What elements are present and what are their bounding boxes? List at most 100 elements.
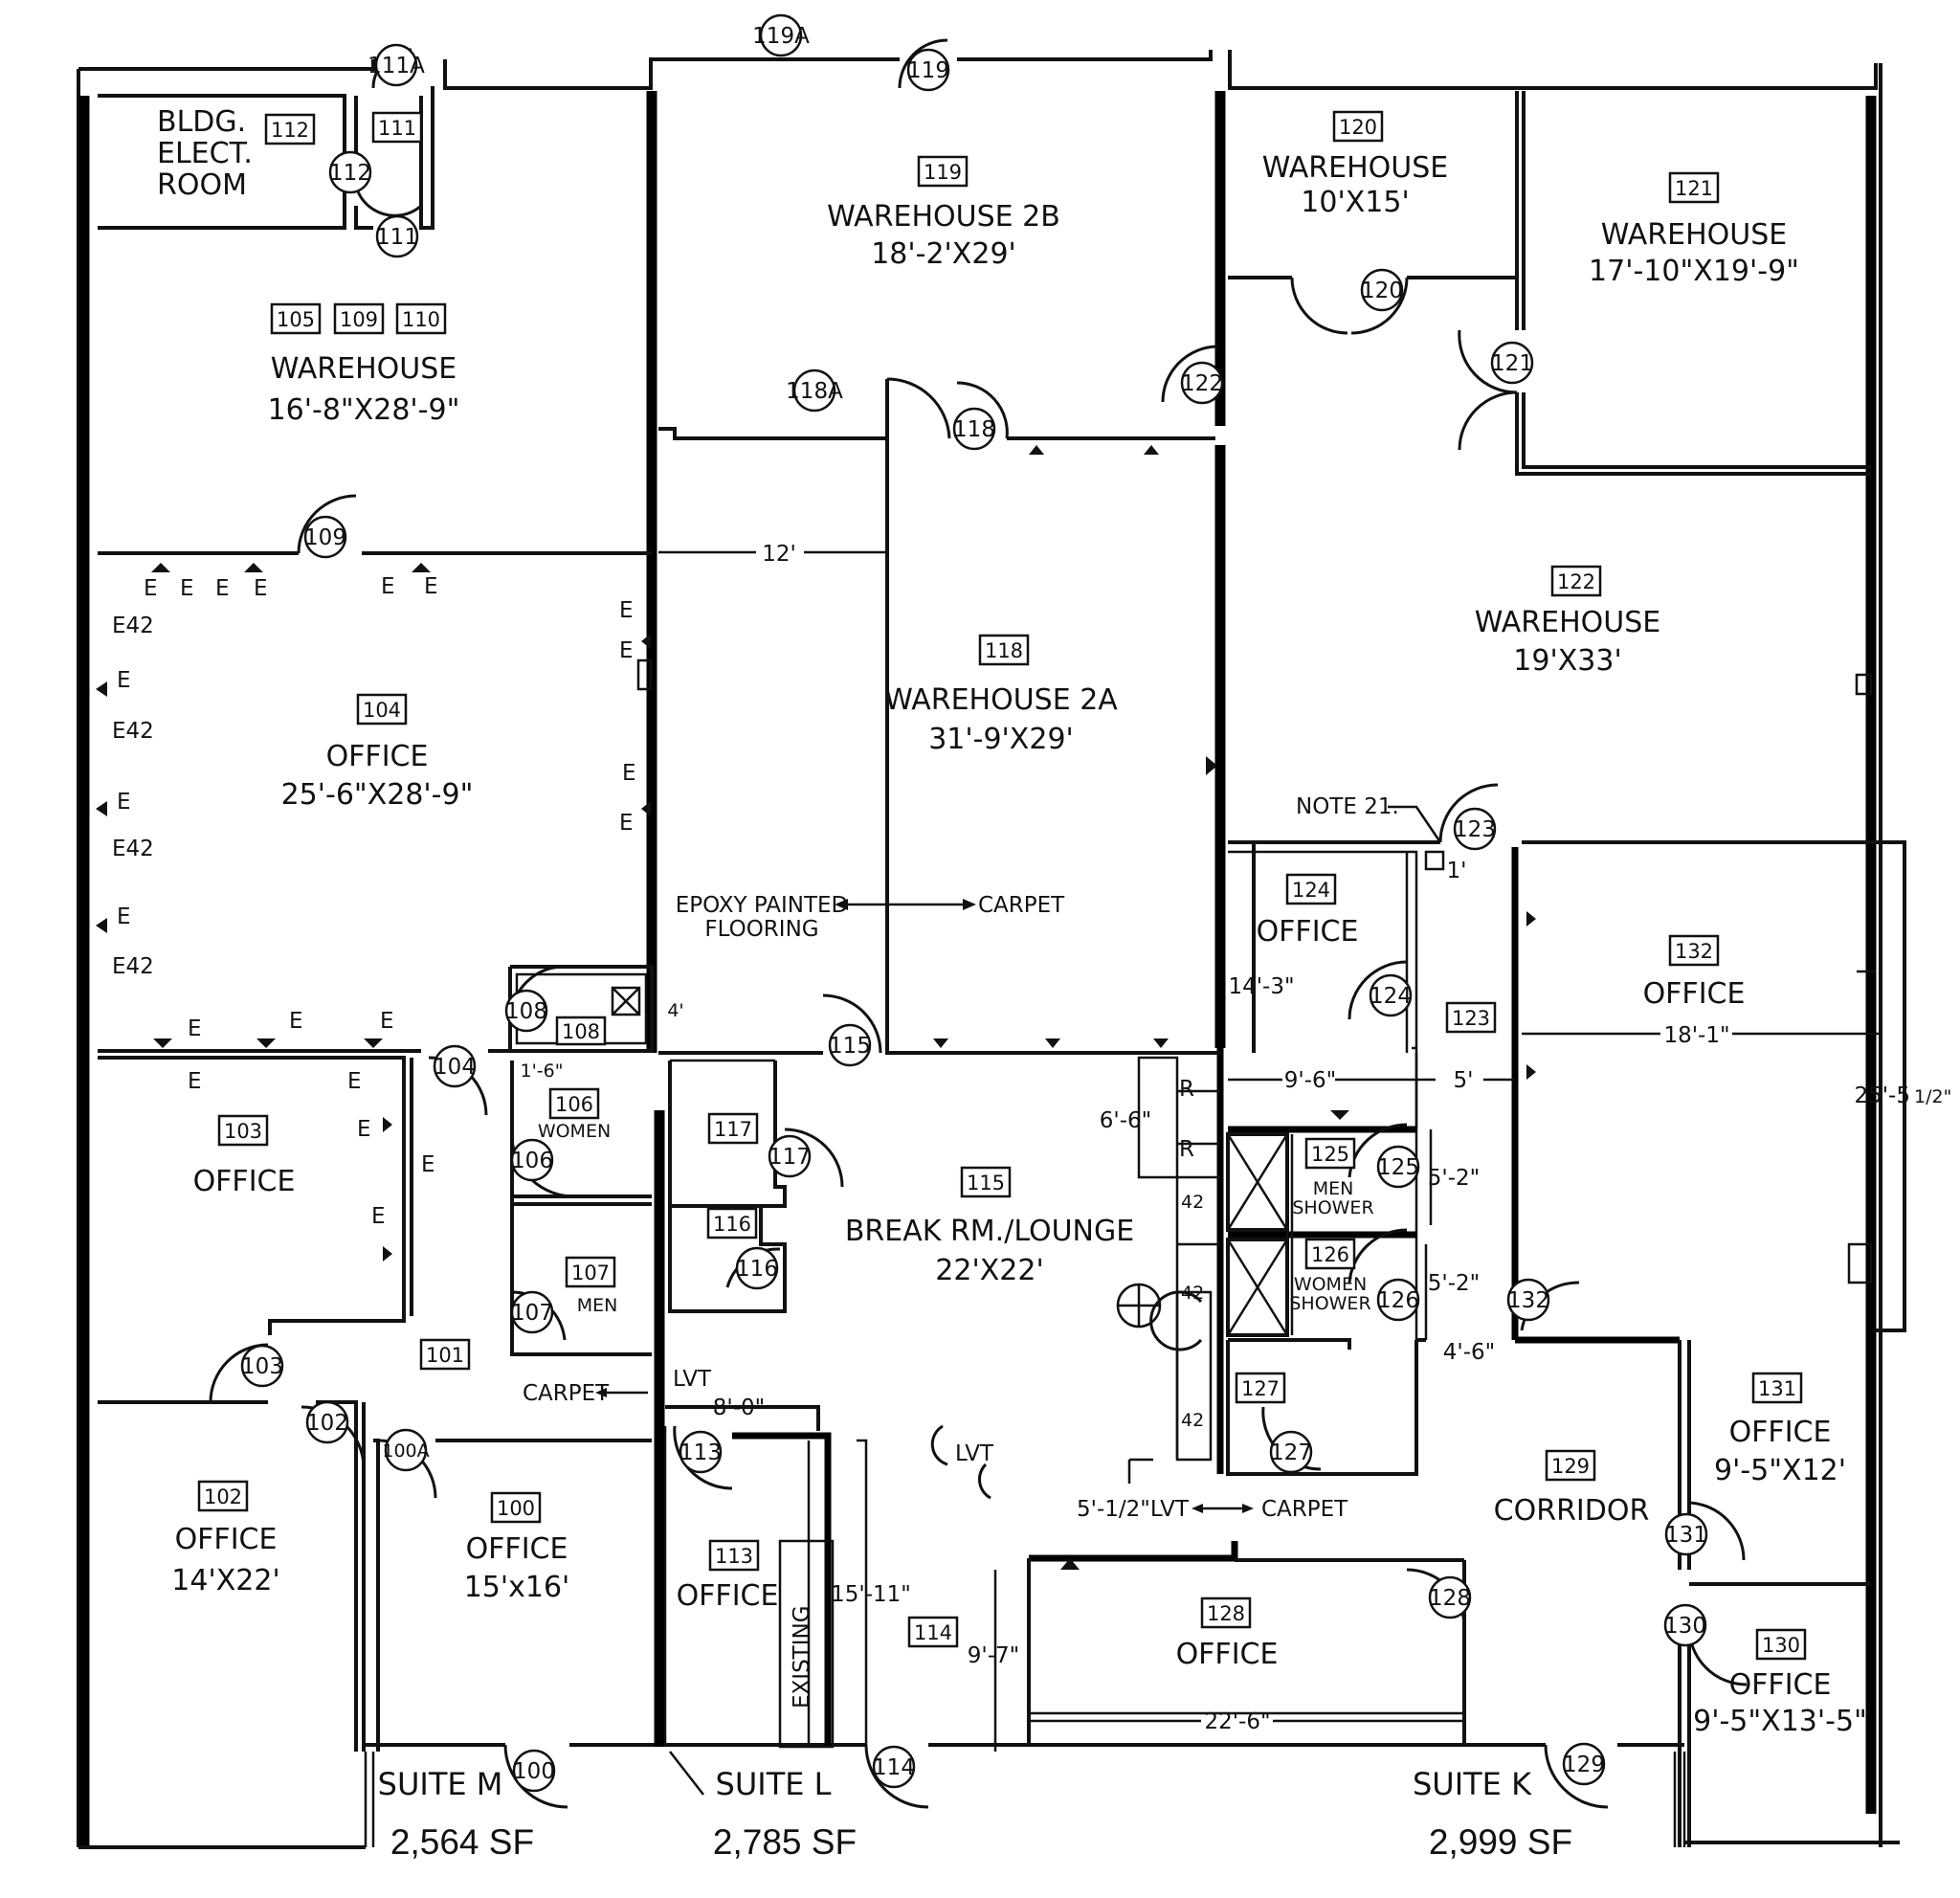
- door-118a-tag: 118A: [786, 368, 843, 413]
- room-122-tag: 122: [1550, 565, 1602, 597]
- room-102-tag: 102: [197, 1480, 249, 1512]
- room-130-name: OFFICE: [1729, 1668, 1832, 1702]
- svg-text:115: 115: [829, 1034, 871, 1059]
- svg-text:129: 129: [1563, 1753, 1605, 1777]
- room-127-tag: 127: [1235, 1372, 1286, 1404]
- svg-text:118A: 118A: [786, 379, 843, 404]
- e-mark: E: [371, 1204, 386, 1229]
- svg-text:109: 109: [340, 308, 378, 331]
- e42-mark: E42: [112, 954, 154, 979]
- n42-mark: 42: [1181, 1283, 1204, 1304]
- room-121-name: WAREHOUSE: [1601, 218, 1787, 252]
- room-107-name: MEN: [577, 1295, 618, 1316]
- e-mark: E: [117, 668, 131, 693]
- svg-text:110: 110: [402, 308, 440, 331]
- e-mark: E: [622, 761, 636, 786]
- svg-text:120: 120: [1339, 116, 1377, 139]
- note-carpet-left: CARPET: [523, 1381, 610, 1406]
- note-lvt-top: LVT: [673, 1367, 712, 1392]
- door-111-tag: 111: [375, 214, 419, 258]
- svg-text:100A: 100A: [382, 1440, 429, 1462]
- svg-text:125: 125: [1311, 1143, 1349, 1166]
- room-100-tag: 100: [490, 1491, 542, 1524]
- e-mark: E: [619, 811, 634, 836]
- room-106-name: WOMEN: [538, 1121, 611, 1142]
- e-mark: E: [424, 574, 438, 599]
- door-126-tag: 126: [1376, 1278, 1420, 1322]
- svg-text:111: 111: [376, 225, 418, 250]
- room-119-dim: 18'-2'X29': [871, 237, 1016, 271]
- room-115-tag: 115: [960, 1166, 1012, 1198]
- suite-k-area: 2,999 SF: [1429, 1822, 1572, 1862]
- svg-text:121: 121: [1675, 177, 1713, 200]
- e-mark: E: [188, 1016, 202, 1041]
- svg-text:112: 112: [271, 119, 309, 142]
- e-mark: E: [188, 1069, 202, 1094]
- dim-15-11: 15'-11": [831, 1582, 911, 1607]
- door-106-tag: 106: [510, 1138, 554, 1182]
- door-123-tag: 123: [1453, 807, 1497, 851]
- door-131-tag: 131: [1664, 1512, 1708, 1556]
- room-130-tag: 130: [1755, 1628, 1807, 1661]
- note-epoxy-line2: FLOORING: [704, 917, 818, 942]
- door-111a-tag: 111A: [368, 43, 425, 87]
- door-100a-tag: 100A: [382, 1428, 430, 1472]
- room-111-tag: 111: [371, 111, 423, 144]
- svg-text:128: 128: [1429, 1586, 1471, 1611]
- n42-mark: 42: [1181, 1192, 1204, 1213]
- room-104-name: OFFICE: [326, 740, 429, 773]
- room-105-dim: 16'-8"X28'-9": [268, 393, 460, 427]
- room-125-tag: 125: [1304, 1137, 1356, 1170]
- room-131-dim: 9'-5"X12': [1714, 1454, 1846, 1487]
- room-107-tag: 107: [565, 1256, 616, 1288]
- room-100-dim: 15'x16': [464, 1571, 570, 1604]
- svg-text:126: 126: [1311, 1243, 1349, 1266]
- room-121-dim: 17'-10"X19'-9": [1589, 255, 1799, 288]
- notes: NOTE 21. EPOXY PAINTED FLOORING CARPET C…: [523, 794, 1442, 1708]
- svg-text:103: 103: [241, 1354, 283, 1379]
- room-119-tag: 119: [917, 155, 969, 188]
- svg-text:123: 123: [1452, 1007, 1490, 1030]
- room-125-name-line1: MEN: [1313, 1178, 1354, 1199]
- svg-text:106: 106: [555, 1093, 593, 1116]
- room-tags: 112 111 105 109 110 119 120 121 104 118 …: [197, 110, 1807, 1661]
- svg-text:107: 107: [511, 1301, 553, 1326]
- svg-text:119: 119: [924, 161, 962, 184]
- svg-text:124: 124: [1370, 984, 1412, 1009]
- n42-mark: 42: [1181, 1410, 1204, 1431]
- e-mark: E: [347, 1069, 362, 1094]
- room-105-name: WAREHOUSE: [271, 352, 457, 386]
- svg-text:118: 118: [985, 639, 1023, 662]
- dim-1-6: 1'-6": [521, 1061, 564, 1082]
- room-118-dim: 31'-9'X29': [928, 723, 1074, 756]
- dim-4-6: 4'-6": [1443, 1340, 1495, 1365]
- svg-text:127: 127: [1241, 1377, 1280, 1400]
- e42-mark: E42: [112, 719, 154, 744]
- room-112-name-line2: ELECT.: [157, 137, 253, 170]
- svg-text:109: 109: [304, 525, 346, 550]
- door-104-tag: 104: [433, 1044, 477, 1088]
- dim-5-2-a: 5'-2": [1428, 1166, 1480, 1191]
- door-108-tag: 108: [504, 989, 548, 1033]
- walls: [77, 50, 1906, 1849]
- door-115-tag: 115: [828, 1023, 872, 1067]
- svg-text:120: 120: [1361, 279, 1403, 303]
- room-123-tag: 123: [1445, 1001, 1497, 1034]
- dim-25-5-frac: 1/2": [1914, 1086, 1951, 1107]
- note-21: NOTE 21.: [1296, 794, 1399, 819]
- dim-5-2-b: 5'-2": [1428, 1271, 1480, 1296]
- suite-m-area: 2,564 SF: [390, 1822, 534, 1862]
- room-115-dim: 22'X22': [935, 1254, 1043, 1287]
- svg-text:113: 113: [679, 1440, 722, 1465]
- door-112-tag: 112: [328, 150, 372, 194]
- room-112-name-line1: BLDG.: [157, 105, 246, 139]
- door-127-tag: 127: [1269, 1430, 1313, 1474]
- door-109-tag: 109: [303, 515, 347, 559]
- e-mark: E: [357, 1117, 371, 1142]
- room-105-tag: 105: [270, 302, 322, 335]
- dim-14-3: 14'-3": [1228, 974, 1294, 999]
- e-mark: E: [619, 638, 634, 663]
- r-mark: R: [1179, 1077, 1194, 1102]
- room-128-tag: 128: [1200, 1597, 1252, 1629]
